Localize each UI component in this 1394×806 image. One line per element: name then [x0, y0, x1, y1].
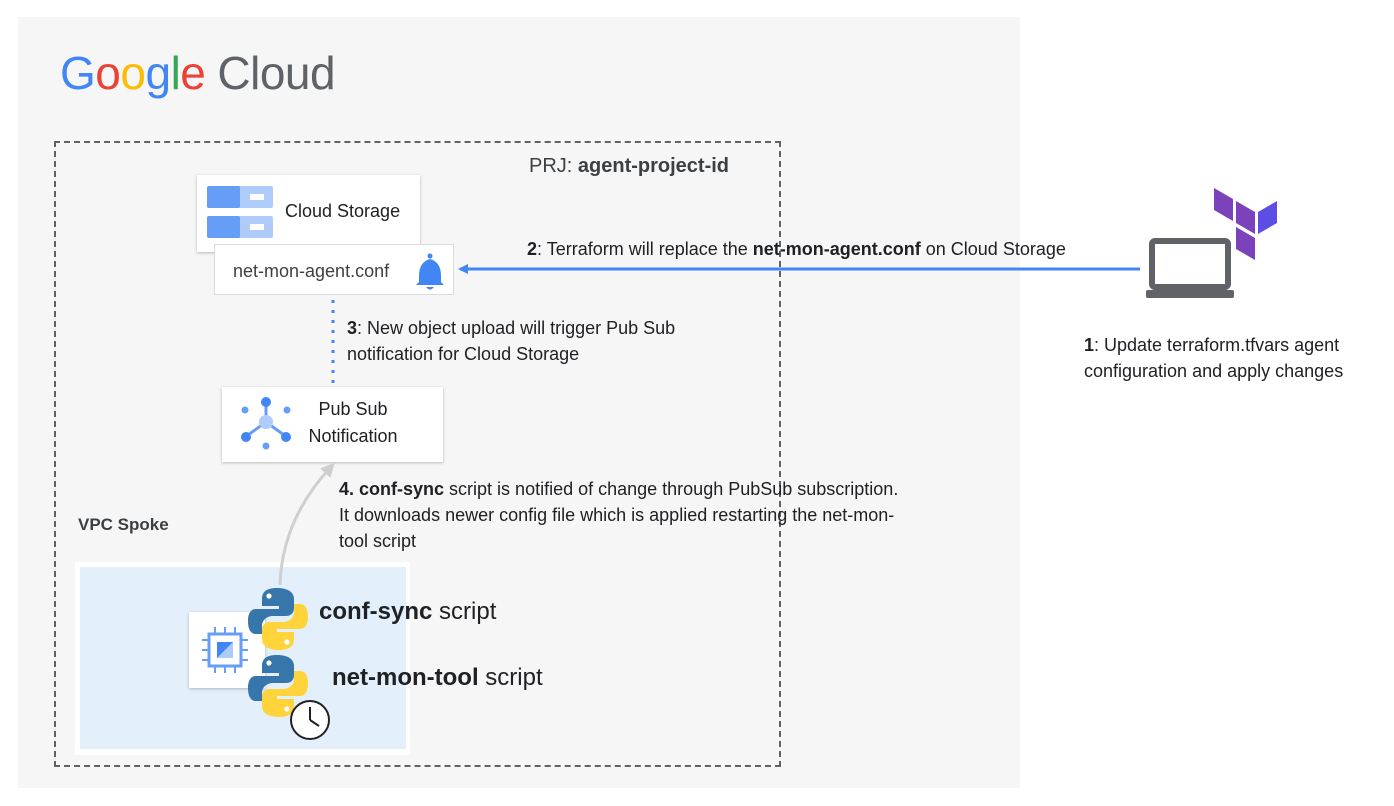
- bell-icon: [416, 253, 444, 290]
- pubsub-icon: [241, 397, 291, 450]
- cloud-storage-icon: [207, 186, 273, 238]
- clock-icon: [290, 700, 330, 740]
- step-2-text: 2: Terraform will replace the net-mon-ag…: [527, 239, 1066, 259]
- cloud-storage-label: Cloud Storage: [285, 201, 401, 221]
- conf-file-card: [214, 244, 454, 295]
- arrow-conf-sync-to-pubsub: [278, 462, 335, 586]
- net-mon-tool-label: net-mon-tool script: [332, 664, 543, 691]
- conf-sync-label: conf-sync script: [319, 598, 497, 625]
- laptop-icon: [1146, 238, 1234, 298]
- step-1-text: 1: Update terraform.tfvars agent configu…: [1084, 335, 1344, 381]
- project-label: PRJ: agent-project-id: [529, 155, 730, 177]
- terraform-icon: [1214, 188, 1277, 260]
- pubsub-card: [222, 387, 443, 462]
- conf-file-label: net-mon-agent.conf: [233, 261, 390, 281]
- step-4-text: 4. conf-sync script is notified of chang…: [339, 479, 899, 551]
- python-icon: [248, 655, 308, 717]
- project-boundary: [54, 141, 781, 767]
- vpc-spoke-label: VPC Spoke: [78, 515, 169, 534]
- step-3-text: 3: New object upload will trigger Pub Su…: [347, 318, 676, 364]
- python-icon: [248, 588, 308, 650]
- vm-chip-icon: [202, 627, 248, 673]
